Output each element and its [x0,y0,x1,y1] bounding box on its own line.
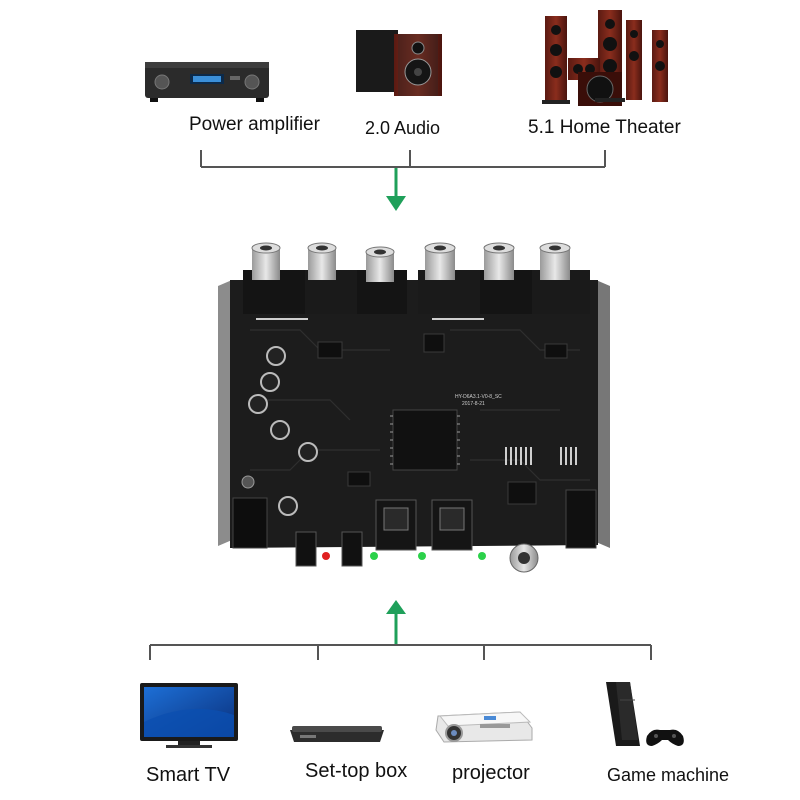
label-projector: projector [452,762,530,784]
optical-inputs [375,499,473,551]
label-2-0-audio: 2.0 Audio [365,118,441,138]
capacitors [241,346,318,516]
input-connector-lines [149,644,652,660]
board-silkscreen-2: 2017-8-21 [462,401,485,407]
set-top-box-icon [290,726,384,742]
dsp-chip: HY-D6A3.1-V0-8_SC 2017-8-21 [390,394,502,471]
amplifier-icon [145,62,269,102]
output-connector-lines [200,150,606,168]
projector-icon [435,711,533,743]
board-silkscreen-1: HY-D6A3.1-V0-8_SC [455,394,502,400]
decoder-board: HY-D6A3.1-V0-8_SC 2017-8-21 [218,242,610,573]
tv-icon [140,683,238,748]
status-leds [322,552,486,560]
game-console-icon [606,682,684,746]
home-theater-speakers-icon [542,10,668,106]
input-arrow [386,600,406,645]
bookshelf-speakers-icon [356,30,442,96]
label-set-top-box: Set-top box [305,760,408,782]
coaxial-input [509,543,539,573]
label-5-1-home-theater: 5.1 Home Theater [528,117,681,138]
rca-barrels [251,242,571,282]
label-power-amplifier: Power amplifier [189,114,320,135]
output-arrow [386,168,406,211]
dc-power-jack [232,497,268,549]
label-game-machine: Game machine [607,765,730,785]
label-smart-tv: Smart TV [146,764,231,786]
